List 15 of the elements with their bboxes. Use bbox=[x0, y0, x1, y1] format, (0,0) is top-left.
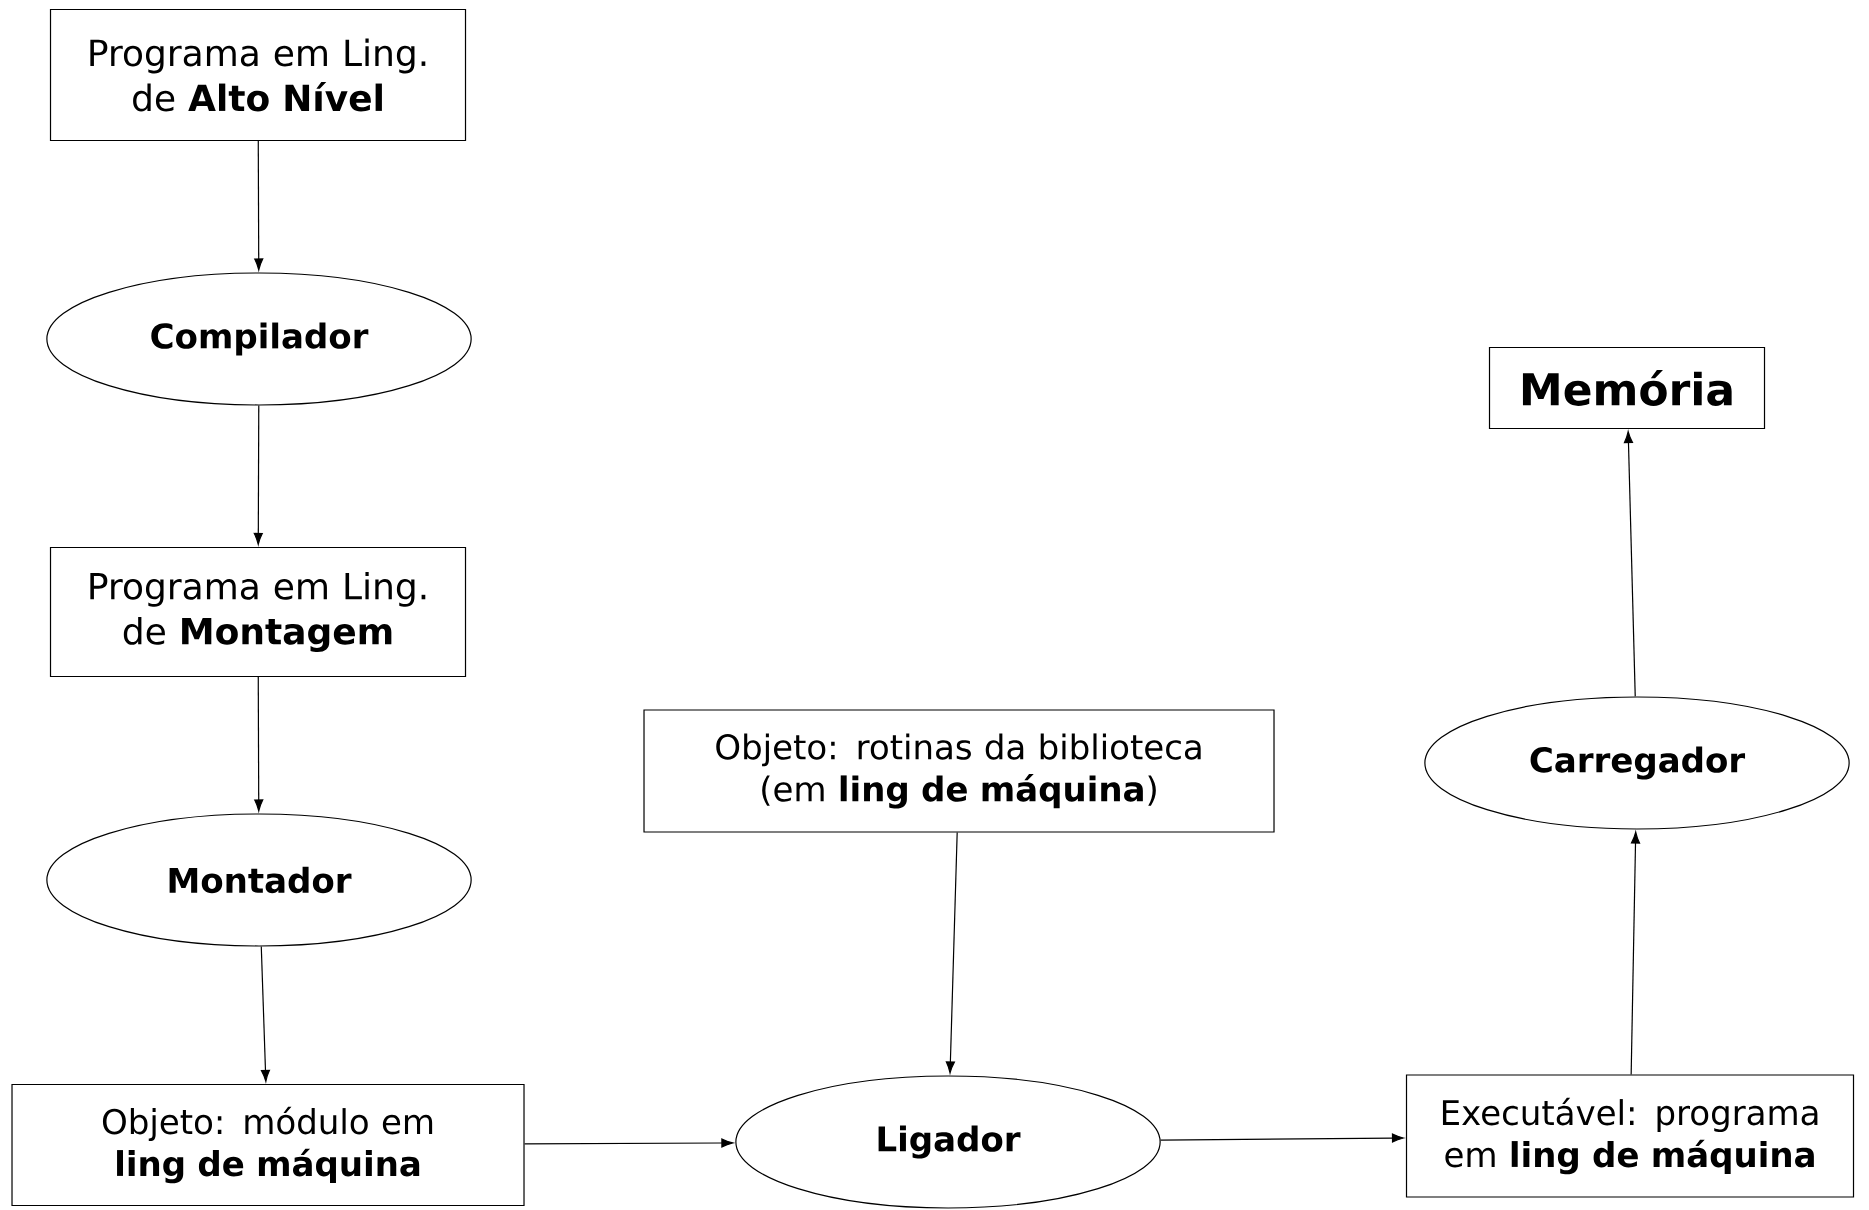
arrow bbox=[254, 140, 264, 271]
process-box: Programa em Ling. de Montagem bbox=[49, 546, 467, 678]
arrow bbox=[945, 832, 958, 1074]
process-box: Objeto: rotinas da biblioteca (em ling de máquina) bbox=[643, 709, 1275, 833]
arrow bbox=[524, 1138, 734, 1148]
arrow bbox=[1623, 431, 1636, 697]
process-box: Programa em Ling. de Alto Nível bbox=[49, 8, 467, 142]
arrow bbox=[1160, 1133, 1404, 1143]
arrow bbox=[260, 946, 271, 1082]
process-box: Objeto: módulo em ling de máquina bbox=[11, 1083, 525, 1207]
arrow bbox=[253, 404, 263, 545]
process-box: Memória bbox=[1488, 346, 1766, 430]
process-box: Executável: programa em ling de máquina bbox=[1405, 1074, 1855, 1198]
arrow bbox=[1630, 831, 1641, 1075]
arrow bbox=[254, 676, 264, 812]
